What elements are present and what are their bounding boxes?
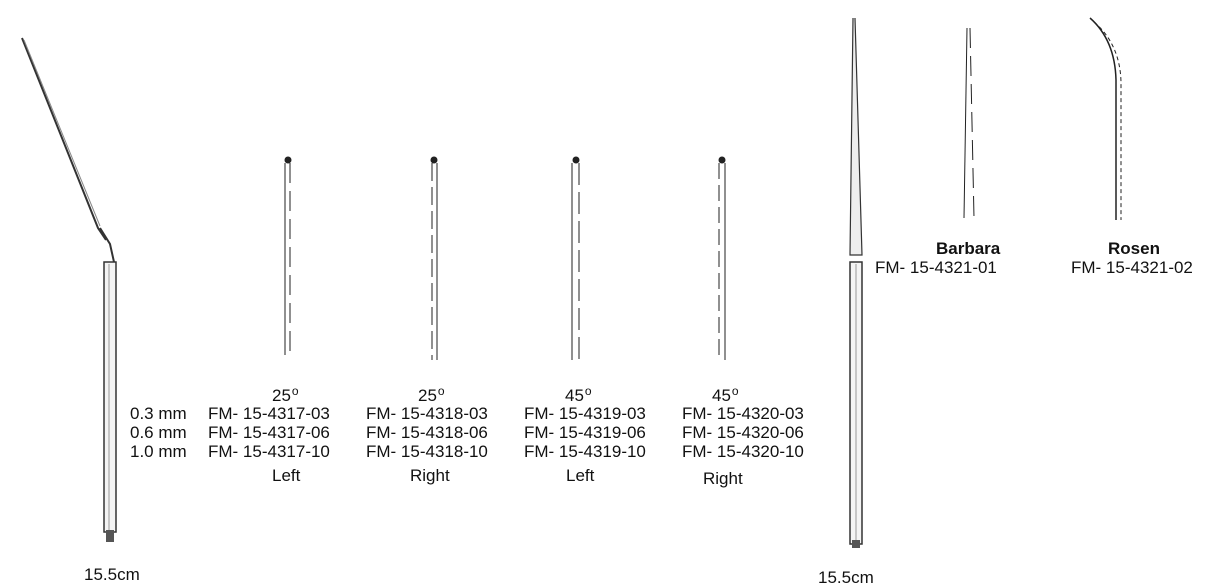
catalog-code: FM- 15-4320-06 [682,423,804,442]
catalog-code: FM- 15-4319-06 [524,423,646,442]
side-label: Right [410,466,450,485]
right-straight-instrument-drawing [849,17,863,548]
catalog-code: FM- 15-4320-03 [682,404,804,423]
tip-name-barbara: Barbara [936,239,1001,258]
catalog-code: FM- 15-4317-03 [208,404,330,423]
right-instrument-length: 15.5cm [818,568,874,587]
tip-detail-4319 [571,156,580,360]
catalog-code: FM- 15-4318-03 [366,404,488,423]
tip-name-rosen: Rosen [1108,239,1160,258]
barbara-tip-drawing [963,27,975,219]
catalog-code: FM- 15-4318-10 [366,442,488,461]
catalog-code: FM- 15-4317-10 [208,442,330,461]
side-label: Left [566,466,595,485]
angle-label: 45o [565,384,592,405]
catalog-code: FM- 15-4319-10 [524,442,646,461]
angle-label: 45o [712,384,739,405]
angle-label: 25o [272,384,299,405]
side-label: Right [703,469,743,488]
catalog-code: FM- 15-4320-10 [682,442,804,461]
side-label: Left [272,466,301,485]
tip-detail-4318 [430,156,438,360]
size-label: 1.0 mm [130,442,187,461]
tip-code-barbara: FM- 15-4321-01 [875,258,997,277]
tip-code-rosen: FM- 15-4321-02 [1071,258,1193,277]
catalog-code: FM- 15-4318-06 [366,423,488,442]
catalog-code: FM- 15-4317-06 [208,423,330,442]
rosen-tip-drawing [1089,17,1122,220]
left-angled-instrument-drawing [21,37,117,542]
left-instrument-length: 15.5cm [84,565,140,584]
tip-detail-4317 [284,156,292,355]
angle-label: 25o [418,384,445,405]
size-label: 0.3 mm [130,404,187,423]
catalog-code: FM- 15-4319-03 [524,404,646,423]
size-label: 0.6 mm [130,423,187,442]
tip-detail-4320 [718,156,726,360]
